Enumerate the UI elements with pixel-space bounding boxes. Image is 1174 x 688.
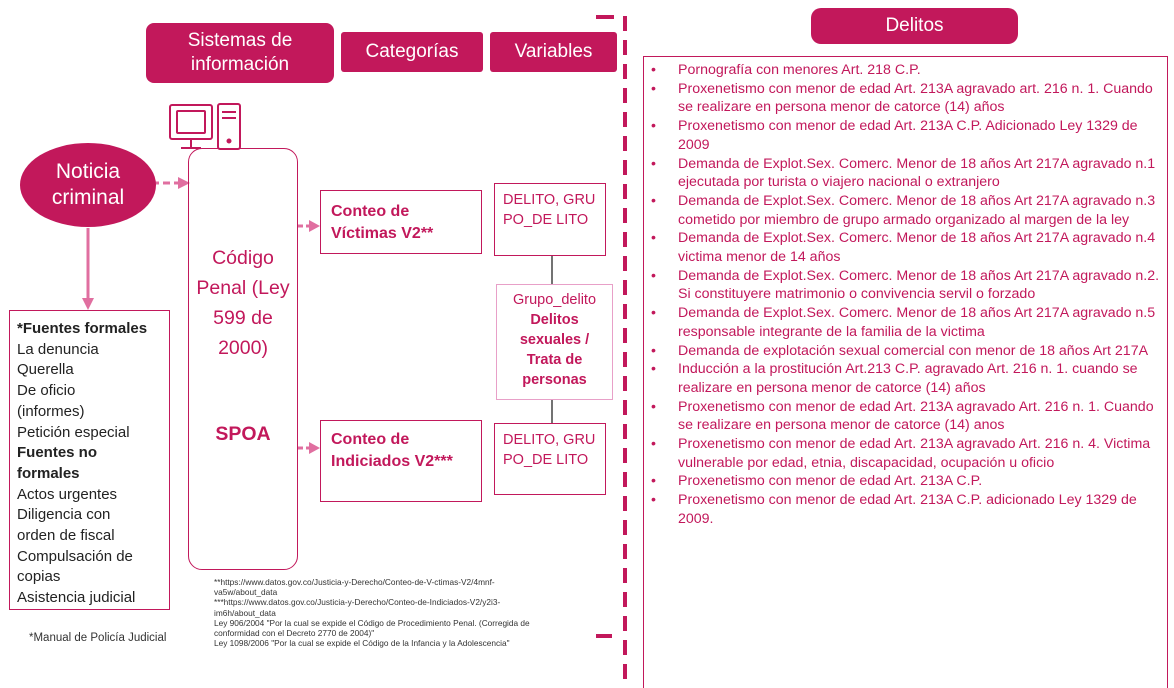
sources-box: *Fuentes formales La denuncia Querella D… xyxy=(9,310,170,610)
delito-item: Demanda de explotación sexual comercial … xyxy=(644,342,1163,361)
list-item: Compulsación de xyxy=(17,547,133,565)
delito-item: Proxenetismo con menor de edad Art. 213A… xyxy=(644,80,1163,117)
header-sistemas: Sistemas de información xyxy=(146,23,334,83)
delito-item: Proxenetismo con menor de edad Art. 213A… xyxy=(644,491,1163,528)
delito-item: Proxenetismo con menor de edad Art. 213A… xyxy=(644,435,1163,472)
delitos-box: Pornografía con menores Art. 218 C.P. Pr… xyxy=(643,56,1168,688)
fuentes-formales-title: *Fuentes formales xyxy=(17,320,148,337)
footnotes: **https://www.datos.gov.co/Justicia-y-De… xyxy=(214,577,594,648)
category-indiciados: Conteo de Indiciados V2*** xyxy=(320,420,482,502)
list-item: copias xyxy=(17,568,61,586)
footnote-line: im6h/about_data xyxy=(214,607,276,618)
header-variables: Variables xyxy=(490,32,617,72)
list-item: Actos urgentes xyxy=(17,485,118,503)
category-indiciados-label: Conteo de Indiciados V2*** xyxy=(331,431,453,470)
footnote-line: Ley 906/2004 "Por la cual se expide el C… xyxy=(214,617,530,628)
category-victimas-label: Conteo de Víctimas V2** xyxy=(331,203,434,242)
list-item: Querella xyxy=(17,361,74,379)
manual-note: *Manual de Policía Judicial xyxy=(29,632,167,644)
list-item: Diligencia con xyxy=(17,506,111,524)
header-variables-label: Variables xyxy=(514,41,593,62)
footnote-line: ***https://www.datos.gov.co/Justicia-y-D… xyxy=(214,597,501,608)
variables-indiciados: DELITO, GRUPO_DE LITO xyxy=(494,423,606,495)
grupo-delito-box: Grupo_delito Delitos sexuales / Trata de… xyxy=(496,284,613,400)
list-item: Asistencia judicial xyxy=(17,589,136,607)
delito-item: Proxenetismo con menor de edad Art. 213A… xyxy=(644,398,1163,435)
header-categorias: Categorías xyxy=(341,32,483,72)
delito-item: Demanda de Explot.Sex. Comerc. Menor de … xyxy=(644,304,1163,341)
delito-item: Proxenetismo con menor de edad Art. 213A… xyxy=(644,117,1163,154)
noticia-criminal-node: Noticia criminal xyxy=(20,143,156,227)
footnote-line: **https://www.datos.gov.co/Justicia-y-De… xyxy=(214,577,495,587)
list-item: La denuncia xyxy=(17,340,99,358)
delitos-list: Pornografía con menores Art. 218 C.P. Pr… xyxy=(644,61,1163,529)
fuentes-no-formales-title-1: Fuentes no xyxy=(17,444,98,462)
delito-item: Demanda de Explot.Sex. Comerc. Menor de … xyxy=(644,155,1163,192)
delito-item: Demanda de Explot.Sex. Comerc. Menor de … xyxy=(644,229,1163,266)
delito-item: Inducción a la prostitución Art.213 C.P.… xyxy=(644,360,1163,397)
fuentes-no-formales-title-2: formales xyxy=(17,464,80,482)
footnote-line: Ley 1098/2006 "Por la cual se expide el … xyxy=(214,638,510,649)
delito-item: Pornografía con menores Art. 218 C.P. xyxy=(644,61,1163,80)
grupo-delito-label: Grupo_delito xyxy=(512,292,597,308)
category-victimas: Conteo de Víctimas V2** xyxy=(320,190,482,254)
variables-indiciados-text: DELITO, GRUPO_DE LITO xyxy=(503,432,596,468)
codigo-penal-label: Código Penal (Ley 599 de 2000) xyxy=(196,247,290,359)
header-categorias-label: Categorías xyxy=(365,41,459,62)
delito-item: Proxenetismo con menor de edad Art. 213A… xyxy=(644,472,1163,491)
header-delitos-label: Delitos xyxy=(885,15,944,36)
spoa-label: SPOA xyxy=(215,423,271,445)
computer-icon xyxy=(169,103,241,150)
grupo-delito-value: Delitos sexuales / Trata de personas xyxy=(519,312,590,388)
footnote-line: va5w/about_data xyxy=(214,587,278,598)
list-item: (informes) xyxy=(17,402,85,420)
header-sistemas-label: Sistemas de información xyxy=(187,30,293,75)
list-item: De oficio xyxy=(17,382,76,400)
list-item: orden de fiscal xyxy=(17,527,115,545)
variables-victimas: DELITO, GRUPO_DE LITO xyxy=(494,183,606,256)
noticia-criminal-label: Noticia criminal xyxy=(51,160,125,209)
variables-victimas-text: DELITO, GRUPO_DE LITO xyxy=(503,192,596,228)
footnote-line: conformidad con el Decreto 2770 de 2004)… xyxy=(214,628,375,639)
header-delitos: Delitos xyxy=(811,8,1018,44)
codigo-penal-panel: Código Penal (Ley 599 de 2000) SPOA xyxy=(188,148,298,570)
delito-item: Demanda de Explot.Sex. Comerc. Menor de … xyxy=(644,267,1163,304)
list-item: Petición especial xyxy=(17,423,130,441)
delito-item: Demanda de Explot.Sex. Comerc. Menor de … xyxy=(644,192,1163,229)
